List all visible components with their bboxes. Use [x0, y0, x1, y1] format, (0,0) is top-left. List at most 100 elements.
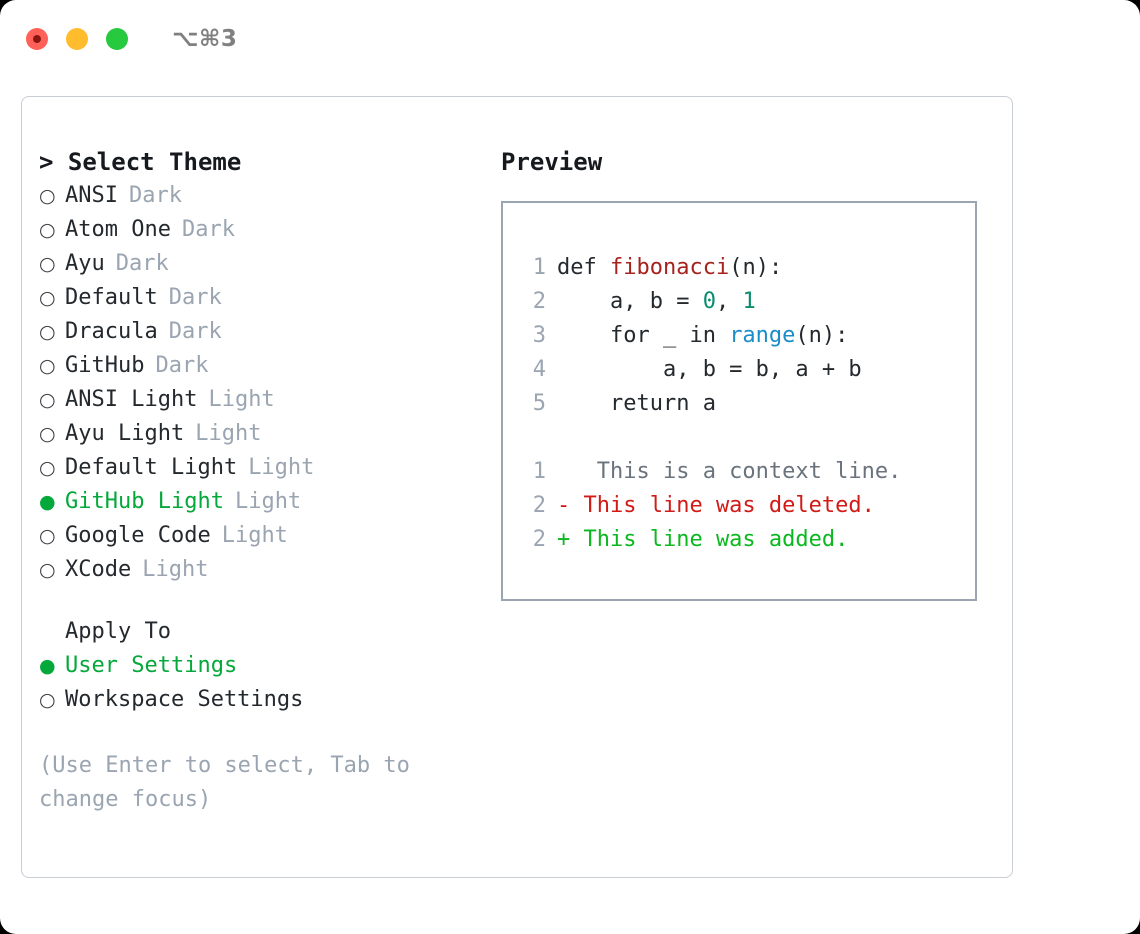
line-number: 1 [532, 255, 546, 280]
radio-unselected-icon: ○ [39, 559, 56, 581]
apply-to-option-label: Workspace Settings [65, 687, 304, 712]
apply-to-group: Apply To ● User Settings ○ Workspace Settin… [39, 615, 489, 717]
line-number: 5 [532, 391, 546, 416]
line-number: 2 [532, 527, 546, 552]
theme-option-label: Dracula [65, 319, 158, 344]
diff-line: 1 This is a context line. [516, 455, 969, 489]
line-number: 2 [532, 493, 546, 518]
code-token-plain: (n): [795, 323, 849, 348]
radio-unselected-icon: ○ [39, 457, 56, 479]
radio-unselected-icon: ○ [39, 321, 56, 343]
theme-option-variant: Dark [181, 217, 235, 242]
code-line: 5 return a [516, 387, 969, 421]
theme-option-variant: Dark [168, 319, 222, 344]
radio-unselected-icon: ○ [39, 253, 56, 275]
code-line: 3 for _ in range(n): [516, 319, 969, 353]
theme-option-variant: Light [208, 387, 275, 412]
theme-option-variant: Dark [155, 353, 209, 378]
code-token-num: 1 [742, 289, 756, 314]
line-number: 1 [532, 459, 546, 484]
radio-unselected-icon: ○ [39, 389, 56, 411]
theme-option-label: GitHub Light [65, 489, 224, 514]
diff-line: 2 + This line was added. [516, 523, 969, 557]
radio-unselected-icon: ○ [39, 355, 56, 377]
keyboard-hint-text: (Use Enter to select, Tab to change focu… [39, 753, 410, 812]
code-content: for _ in range(n): [557, 319, 848, 353]
radio-unselected-icon: ○ [39, 185, 56, 207]
keyboard-shortcut-label: ⌥⌘3 [172, 26, 238, 52]
code-token-plain: , [715, 289, 743, 314]
radio-unselected-icon: ○ [39, 219, 56, 241]
code-line: 2 a, b = 0, 1 [516, 285, 969, 319]
theme-option-label: XCode [65, 557, 132, 582]
theme-option-label: Ayu Light [65, 421, 185, 446]
code-line: 1 def fibonacci(n): [516, 251, 969, 285]
code-content: return a [557, 387, 716, 421]
theme-option-label: ANSI Light [65, 387, 198, 412]
code-content: def fibonacci(n): [557, 251, 782, 285]
theme-option-variant: Light [234, 489, 302, 514]
title-bar: ⌥⌘3 [0, 0, 1140, 78]
apply-to-list[interactable]: ● User Settings ○ Workspace Settings [39, 649, 489, 717]
code-token-fn: fibonacci [609, 255, 730, 280]
theme-option-variant: Light [142, 557, 209, 582]
diff-line-added: + This line was added. [557, 527, 849, 552]
theme-option-variant: Light [221, 523, 288, 548]
line-number: 2 [532, 289, 546, 314]
close-window-button[interactable] [26, 28, 48, 50]
code-token-plain: def [557, 255, 610, 280]
code-content: a, b = b, a + b [557, 353, 862, 387]
diff-line: 2- This line was deleted. [516, 489, 969, 523]
code-token-plain: (n): [729, 255, 783, 280]
code-content: a, b = 0, 1 [557, 285, 756, 319]
theme-option[interactable]: ○ GitHub Dark [39, 349, 489, 383]
theme-option-variant: Dark [128, 183, 182, 208]
code-diff-separator [516, 421, 969, 455]
theme-option-label: Atom One [65, 217, 171, 242]
theme-option[interactable]: ○ Default Light Light [39, 451, 489, 485]
theme-option-label: Google Code [65, 523, 211, 548]
line-number: 3 [532, 323, 546, 348]
theme-option-label: Ayu [65, 251, 105, 276]
apply-to-option-label: User Settings [65, 653, 238, 678]
theme-option[interactable]: ○ Dracula Dark [39, 315, 489, 349]
code-token-num: 0 [702, 289, 716, 314]
line-number: 4 [532, 357, 546, 382]
theme-option[interactable]: ○ ANSI Dark [39, 179, 489, 213]
theme-option[interactable]: ○ ANSI Light Light [39, 383, 489, 417]
theme-option-label: Default Light [65, 455, 238, 480]
code-token-plain: for _ in [557, 323, 730, 348]
theme-option-variant: Light [248, 455, 315, 480]
radio-selected-icon: ● [39, 491, 56, 513]
theme-option-label: GitHub [65, 353, 145, 378]
theme-option-label: Default [65, 285, 158, 310]
radio-unselected-icon: ○ [39, 423, 56, 445]
radio-unselected-icon: ○ [39, 689, 56, 711]
radio-selected-icon: ● [39, 655, 56, 677]
preview-heading: Preview [501, 148, 603, 176]
apply-to-heading: Apply To [65, 619, 171, 644]
apply-to-option[interactable]: ○ Workspace Settings [39, 683, 489, 717]
theme-option[interactable]: ● GitHub Light Light [39, 485, 489, 519]
radio-unselected-icon: ○ [39, 525, 56, 547]
theme-option[interactable]: ○ Atom One Dark [39, 213, 489, 247]
theme-option[interactable]: ○ XCode Light [39, 553, 489, 587]
minimize-window-button[interactable] [66, 28, 88, 50]
apply-to-option[interactable]: ● User Settings [39, 649, 489, 683]
maximize-window-button[interactable] [106, 28, 128, 50]
theme-option-label: ANSI [65, 183, 118, 208]
code-token-plain: a, b = b, a + b [557, 357, 862, 382]
code-token-call: range [729, 323, 796, 348]
code-token-plain: a, b = [557, 289, 703, 314]
theme-option[interactable]: ○ Google Code Light [39, 519, 489, 553]
window-controls [26, 28, 146, 50]
